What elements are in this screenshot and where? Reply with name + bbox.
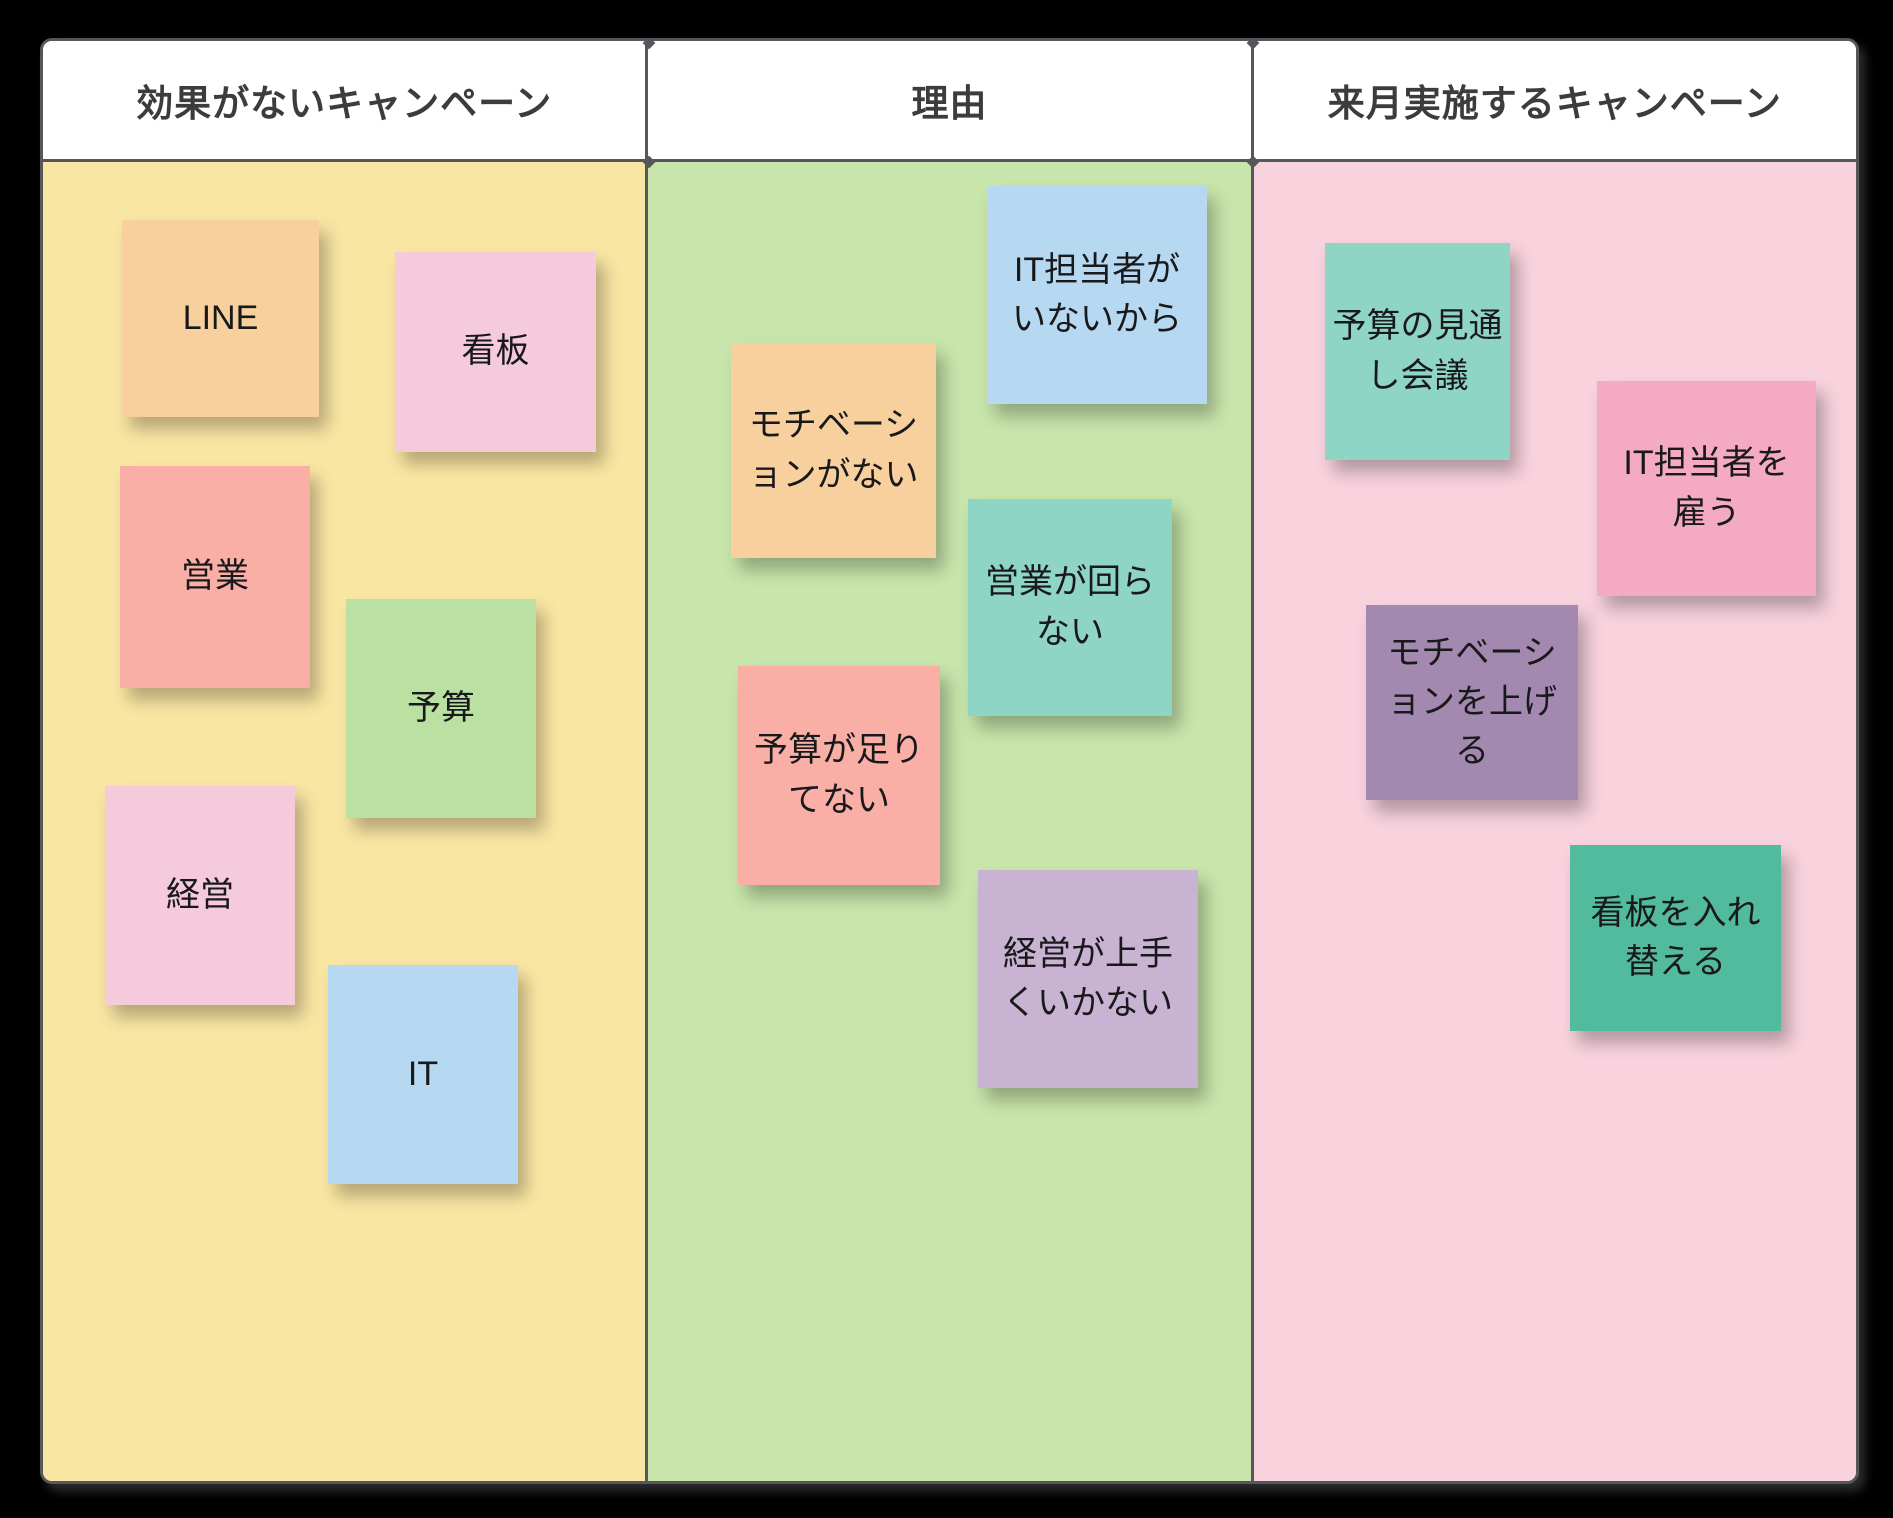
sticky-note-text: モチベーシ ョンを上げ る <box>1387 633 1557 771</box>
sticky-note[interactable]: 予算 <box>346 599 536 818</box>
sticky-note[interactable]: モチベーシ ョンがない <box>731 343 936 558</box>
sticky-note[interactable]: LINE <box>122 220 319 417</box>
sticky-note-text: 看板を入れ 替える <box>1590 893 1761 981</box>
sticky-note[interactable]: 予算が足り てない <box>738 666 940 885</box>
sticky-note[interactable]: IT担当者を 雇う <box>1597 381 1816 596</box>
sticky-note-text: 予算 <box>407 688 475 727</box>
column-header-ineffective-campaigns: 効果がないキャンペーン <box>43 41 646 162</box>
sticky-note-text: 看板 <box>461 332 530 371</box>
column-header-label: 来月実施するキャンペーン <box>1327 83 1782 124</box>
sticky-note-text: モチベーシ ョンがない <box>748 406 919 494</box>
sticky-note-text: IT担当者が いないから <box>1012 250 1182 338</box>
column-header-reasons: 理由 <box>648 41 1251 162</box>
sticky-note-text: LINE <box>182 298 259 337</box>
column-header-next-month-campaigns: 来月実施するキャンペーン <box>1253 41 1856 162</box>
column-header-label: 効果がないキャンペーン <box>136 83 553 124</box>
sticky-note[interactable]: モチベーシ ョンを上げ る <box>1366 605 1578 800</box>
column-next-month-campaigns: 来月実施するキャンペーン <box>1250 41 1856 1481</box>
sticky-note-text: 営業 <box>181 557 249 596</box>
kanban-board: 効果がないキャンペーン 理由 来月実施するキャンペーン LINE 看板営業予算経営… <box>40 38 1859 1484</box>
sticky-note[interactable]: 経営 <box>105 786 295 1005</box>
sticky-note-text: IT <box>407 1054 439 1093</box>
sticky-note-text: 経営 <box>166 875 234 914</box>
sticky-note[interactable]: 営業が回ら ない <box>968 499 1172 716</box>
sticky-note[interactable]: 予算の見通 し会議 <box>1325 243 1510 460</box>
sticky-note-text: 予算が足り てない <box>754 731 924 819</box>
notes-layer: LINE 看板営業予算経営 IT IT担当者が いないからモチベーシ ョンがない営業が… <box>43 41 1856 1481</box>
sticky-note-text: 経営が上手 くいかない <box>1003 934 1173 1022</box>
sticky-note-text: 予算の見通 し会議 <box>1332 307 1503 395</box>
sticky-note[interactable]: 看板を入れ 替える <box>1570 845 1781 1031</box>
sticky-note[interactable]: IT担当者が いないから <box>987 186 1207 404</box>
sticky-note[interactable]: IT <box>328 965 518 1184</box>
sticky-note-text: 営業が回ら ない <box>985 563 1155 651</box>
sticky-note[interactable]: 営業 <box>120 466 310 688</box>
sticky-note[interactable]: 看板 <box>395 252 596 452</box>
sticky-note[interactable]: 経営が上手 くいかない <box>978 870 1198 1088</box>
column-header-label: 理由 <box>911 83 988 124</box>
sticky-note-text: IT担当者を 雇う <box>1623 444 1790 532</box>
